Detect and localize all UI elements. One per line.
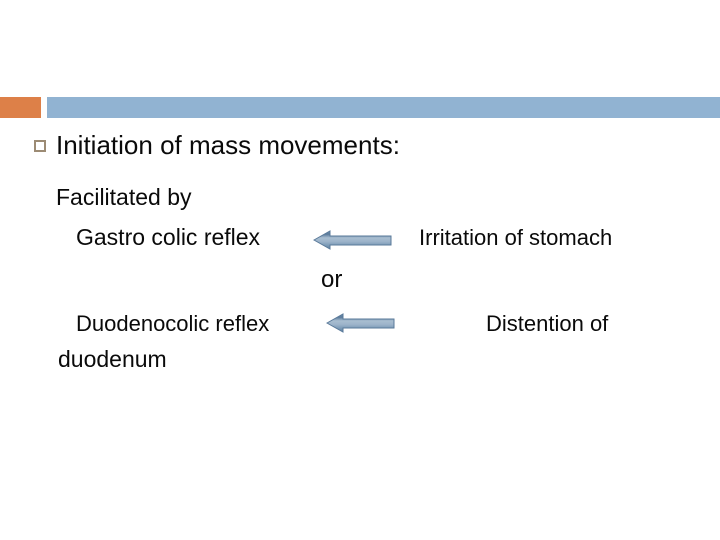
header-band — [0, 97, 720, 118]
facilitated-by-label: Facilitated by — [56, 184, 192, 210]
header-blue-bar — [47, 97, 720, 118]
duodenum-label: duodenum — [58, 346, 167, 372]
page-title-text: Initiation of mass movements: — [56, 130, 400, 160]
gastro-colic-reflex-label: Gastro colic reflex — [76, 224, 261, 250]
distention-of-label: Distention of — [486, 311, 609, 336]
arrow-left-gastro-colic-icon — [313, 228, 392, 252]
irritation-of-stomach-label: Irritation of stomach — [419, 225, 613, 250]
or-connector-label: or — [321, 266, 343, 293]
header-accent-block — [0, 97, 41, 118]
page-title: Initiation of mass movements: — [34, 132, 400, 158]
arrow-left-duodenocolic-icon — [326, 311, 395, 335]
duodenocolic-reflex-label: Duodenocolic reflex — [76, 311, 270, 336]
square-bullet-icon — [34, 140, 46, 152]
